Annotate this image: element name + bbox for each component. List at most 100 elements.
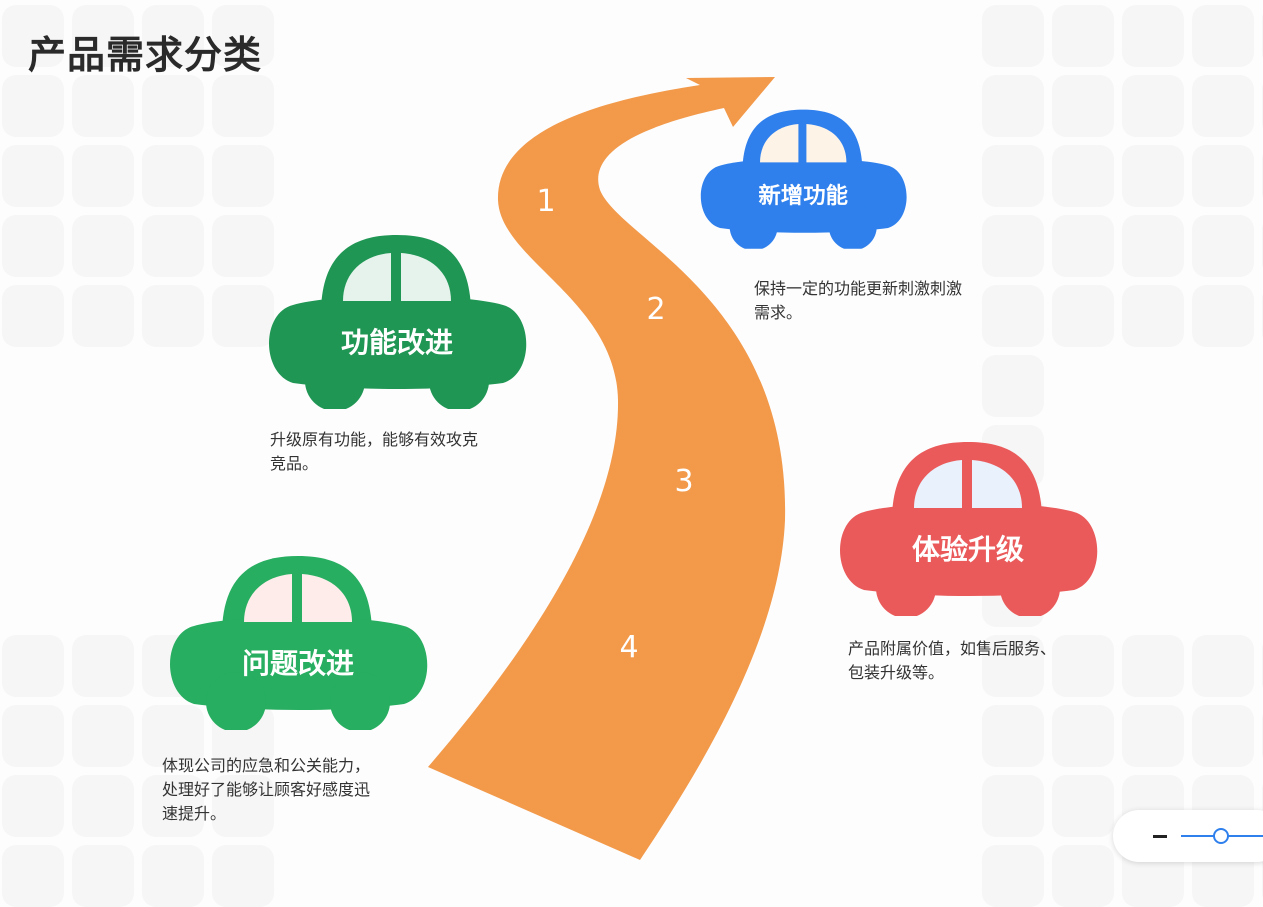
car-window-right (401, 253, 451, 301)
car-wheel-left (876, 558, 936, 616)
description-experience-upgrade: 产品附属价值，如售后服务、 包装升级等。 (848, 637, 1056, 685)
background-tile (1122, 5, 1184, 67)
background-tile (982, 285, 1044, 347)
step-number-2: 2 (646, 292, 666, 327)
car-window-left (343, 253, 391, 301)
background-tile (1192, 705, 1254, 767)
background-tile (142, 775, 204, 837)
background-tile (1192, 75, 1254, 137)
background-tile (1052, 635, 1114, 697)
background-tile (982, 5, 1044, 67)
zoom-control (1113, 810, 1263, 862)
description-line: 产品附属价值，如售后服务、 (848, 639, 1057, 658)
background-tile (142, 845, 204, 907)
car-window-left (760, 124, 799, 163)
background-tile (2, 215, 64, 277)
background-tile (1052, 145, 1114, 207)
background-tile (72, 775, 134, 837)
step-number-3: 3 (674, 464, 694, 499)
background-tile (212, 285, 274, 347)
car-issue-improvement: 问题改进 (164, 554, 432, 730)
background-tile (72, 285, 134, 347)
step-number-1: 1 (536, 184, 556, 219)
background-tile (1192, 285, 1254, 347)
background-tile (1052, 705, 1114, 767)
background-tile (72, 75, 134, 137)
background-tile (982, 775, 1044, 837)
description-line: 处理好了能够让顾客好感度迅 (162, 780, 371, 799)
background-tile (1052, 845, 1114, 907)
background-tile (1052, 75, 1114, 137)
background-tile (2, 635, 64, 697)
background-tile (212, 145, 274, 207)
background-tile (1122, 705, 1184, 767)
car-icon (269, 235, 527, 409)
description-line: 保持一定的功能更新刺激刺激 (754, 279, 963, 298)
background-tile (1052, 5, 1114, 67)
car-function-improvement: 功能改进 (263, 233, 531, 409)
background-tile (2, 5, 64, 67)
car-label-function-improvement: 功能改进 (340, 326, 453, 359)
description-function-improvement: 升级原有功能，能够有效攻克 竞品。 (270, 428, 478, 476)
background-tile (72, 845, 134, 907)
page-title: 产品需求分类 (28, 33, 263, 77)
car-window-right (806, 124, 847, 163)
background-tile (1192, 5, 1254, 67)
background-tile (72, 5, 134, 67)
background-tile (142, 285, 204, 347)
car-new-feature: 新增功能 (696, 108, 910, 249)
background-tile (1122, 285, 1184, 347)
background-tile (1192, 635, 1254, 697)
car-window-right (302, 574, 352, 622)
background-tile (2, 145, 64, 207)
background-tile (72, 705, 134, 767)
background-tile (982, 705, 1044, 767)
background-tile (2, 845, 64, 907)
background-tile (212, 775, 274, 837)
background-tile (72, 215, 134, 277)
background-tile (212, 75, 274, 137)
car-label-issue-improvement: 问题改进 (241, 647, 354, 680)
background-tile (72, 145, 134, 207)
description-line: 竞品。 (270, 454, 319, 473)
background-tile (72, 635, 134, 697)
car-icon (700, 109, 907, 249)
background-tile (142, 215, 204, 277)
description-new-feature: 保持一定的功能更新刺激刺激 需求。 (754, 277, 962, 325)
background-tile (982, 75, 1044, 137)
background-tile (1122, 145, 1184, 207)
car-wheel-left (305, 351, 365, 409)
car-wheel-right (1000, 558, 1060, 616)
car-window-left (914, 460, 962, 508)
background-tile (1192, 145, 1254, 207)
background-tile (1192, 215, 1254, 277)
background-tile (2, 705, 64, 767)
background-tile (1122, 635, 1184, 697)
minus-icon[interactable] (1153, 835, 1167, 838)
car-label-new-feature: 新增功能 (758, 182, 848, 209)
description-line: 需求。 (754, 303, 803, 322)
car-icon (170, 556, 428, 730)
description-issue-improvement: 体现公司的应急和公关能力， 处理好了能够让顾客好感度迅 速提升。 (162, 754, 370, 826)
background-tile (142, 145, 204, 207)
background-tile (982, 215, 1044, 277)
background-tile (1122, 75, 1184, 137)
background-tile (1052, 285, 1114, 347)
background-tile (982, 145, 1044, 207)
car-wheel-right (828, 202, 877, 249)
car-label-experience-upgrade: 体验升级 (911, 533, 1024, 566)
description-line: 速提升。 (162, 804, 227, 823)
car-wheel-left (729, 202, 778, 249)
background-tile (982, 845, 1044, 907)
car-wheel-right (429, 351, 489, 409)
step-number-4: 4 (619, 630, 639, 665)
description-line: 包装升级等。 (848, 663, 945, 682)
car-icon (840, 442, 1098, 616)
car-experience-upgrade: 体验升级 (834, 440, 1102, 616)
car-wheel-left (206, 672, 266, 730)
zoom-slider-handle[interactable] (1213, 828, 1229, 844)
background-tile (2, 285, 64, 347)
background-tile (142, 75, 204, 137)
